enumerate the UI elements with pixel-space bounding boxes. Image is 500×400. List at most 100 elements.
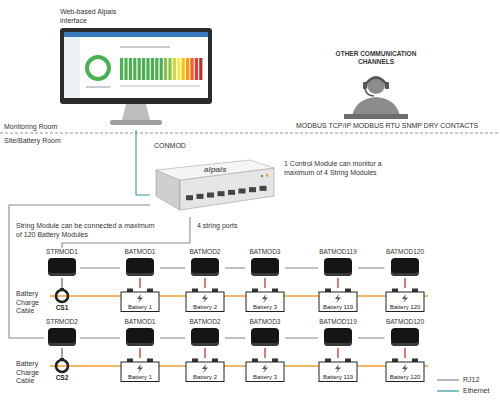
battery-wire xyxy=(264,278,265,288)
battery-module: BATMOD3 xyxy=(245,248,285,278)
legend-entry: RJ12 xyxy=(463,376,479,385)
battery-wire xyxy=(337,348,338,358)
battery-module: BATMOD1 xyxy=(120,248,160,278)
battery-name: Battery 1 xyxy=(128,374,152,381)
operator-icon xyxy=(330,70,422,120)
module-name: CONMOD xyxy=(154,142,186,151)
battery: Battery 1 xyxy=(120,358,160,382)
module-body xyxy=(191,258,219,276)
battery-wire xyxy=(264,348,265,358)
module-body xyxy=(391,258,419,276)
protocol-list: MODBUS TCP/IP MODBUS RTU SNMP DRY CONTAC… xyxy=(296,122,478,131)
battery-module: BATMOD119 xyxy=(318,248,358,278)
current-sensor: CS1 xyxy=(51,288,73,318)
rj12-cable xyxy=(358,267,385,268)
communication-channels-icon: OTHER COMMUNICATION CHANNELS xyxy=(330,50,422,120)
module-body xyxy=(48,328,76,346)
control-module-illustration xyxy=(150,152,276,217)
legend-entry: Ethernet xyxy=(463,387,489,396)
sensor-name: CS2 xyxy=(56,374,69,382)
monitor-illustration xyxy=(60,28,212,128)
battery: Battery 119 xyxy=(318,288,358,312)
charge-cable xyxy=(50,295,428,297)
rj12-cable xyxy=(225,337,245,338)
brand-logo: alpais xyxy=(204,165,227,174)
rj12-cable xyxy=(160,267,185,268)
control-module: CONMOD alpais xyxy=(150,142,276,217)
module-body xyxy=(251,258,279,276)
battery: Battery 1 xyxy=(120,288,160,312)
battery: Battery 3 xyxy=(245,288,285,312)
module-body xyxy=(251,328,279,346)
web-interface-monitor: Web-based Alpais interface xyxy=(60,8,212,130)
legend-line-sample xyxy=(437,390,459,391)
battery: Battery 119 xyxy=(318,358,358,382)
battery-wire xyxy=(204,278,205,288)
module-body xyxy=(191,328,219,346)
note-text: 1 Control Module can monitor a maximum o… xyxy=(284,160,406,177)
module-name: BATMOD3 xyxy=(250,318,281,326)
module-name: BATMOD1 xyxy=(125,318,156,326)
sensor-name: CS1 xyxy=(56,304,69,312)
string-module: STRMOD2 xyxy=(44,318,80,348)
battery-name: Battery 119 xyxy=(323,304,353,311)
room-divider xyxy=(0,133,500,134)
battery-wire xyxy=(404,278,405,288)
module-body xyxy=(324,328,352,346)
charge-cable xyxy=(50,365,428,367)
battery-module: BATMOD119 xyxy=(318,318,358,348)
module-body xyxy=(126,258,154,276)
battery: Battery 120 xyxy=(385,288,425,312)
battery-module: BATMOD2 xyxy=(185,318,225,348)
module-name: STRMOD2 xyxy=(46,318,78,326)
battery-module: BATMOD120 xyxy=(385,248,426,278)
rj12-cable xyxy=(358,337,385,338)
battery-name: Battery 3 xyxy=(253,374,277,381)
module-body xyxy=(324,258,352,276)
room-label: Site/Battery Room xyxy=(4,137,61,146)
string-module: STRMOD1 xyxy=(44,248,80,278)
battery-wire xyxy=(139,278,140,288)
sensor-cable xyxy=(61,278,62,288)
module-name: BATMOD120 xyxy=(386,248,424,256)
battery-name: Battery 1 xyxy=(128,304,152,311)
battery-module: BATMOD120 xyxy=(385,318,426,348)
battery: Battery 120 xyxy=(385,358,425,382)
battery: Battery 2 xyxy=(185,358,225,382)
rj12-cable xyxy=(80,267,120,268)
room-label: Monitoring Room xyxy=(4,123,57,132)
note-text: String Module can be connected a maximum… xyxy=(16,222,156,239)
module-name: BATMOD119 xyxy=(319,248,357,256)
battery: Battery 2 xyxy=(185,288,225,312)
rj12-cable xyxy=(80,337,120,338)
module-body xyxy=(391,328,419,346)
battery-wire xyxy=(139,348,140,358)
module-name: BATMOD119 xyxy=(319,318,357,326)
cable-label: Battery Charge Cable xyxy=(16,360,48,386)
channel-heading: OTHER COMMUNICATION CHANNELS xyxy=(330,50,422,66)
battery-wire xyxy=(204,348,205,358)
module-name: BATMOD2 xyxy=(190,318,221,326)
battery-name: Battery 2 xyxy=(193,304,217,311)
battery-module: BATMOD3 xyxy=(245,318,285,348)
module-name: BATMOD120 xyxy=(386,318,424,326)
battery-module: BATMOD1 xyxy=(120,318,160,348)
module-name: BATMOD2 xyxy=(190,248,221,256)
battery-name: Battery 120 xyxy=(390,374,421,381)
battery-wire xyxy=(337,278,338,288)
battery-wire xyxy=(404,348,405,358)
interface-caption: Web-based Alpais interface xyxy=(60,8,124,25)
battery-name: Battery 3 xyxy=(253,304,277,311)
current-sensor: CS2 xyxy=(51,358,73,388)
cable-label: Battery Charge Cable xyxy=(16,290,48,316)
current-sensor-clamp xyxy=(51,288,73,304)
battery-name: Battery 119 xyxy=(323,374,353,381)
legend-line-sample xyxy=(437,379,459,380)
battery-name: Battery 120 xyxy=(390,304,421,311)
battery-name: Battery 2 xyxy=(193,374,217,381)
module-body xyxy=(126,328,154,346)
module-body xyxy=(48,258,76,276)
module-name: BATMOD3 xyxy=(250,248,281,256)
rj12-cable xyxy=(225,267,245,268)
